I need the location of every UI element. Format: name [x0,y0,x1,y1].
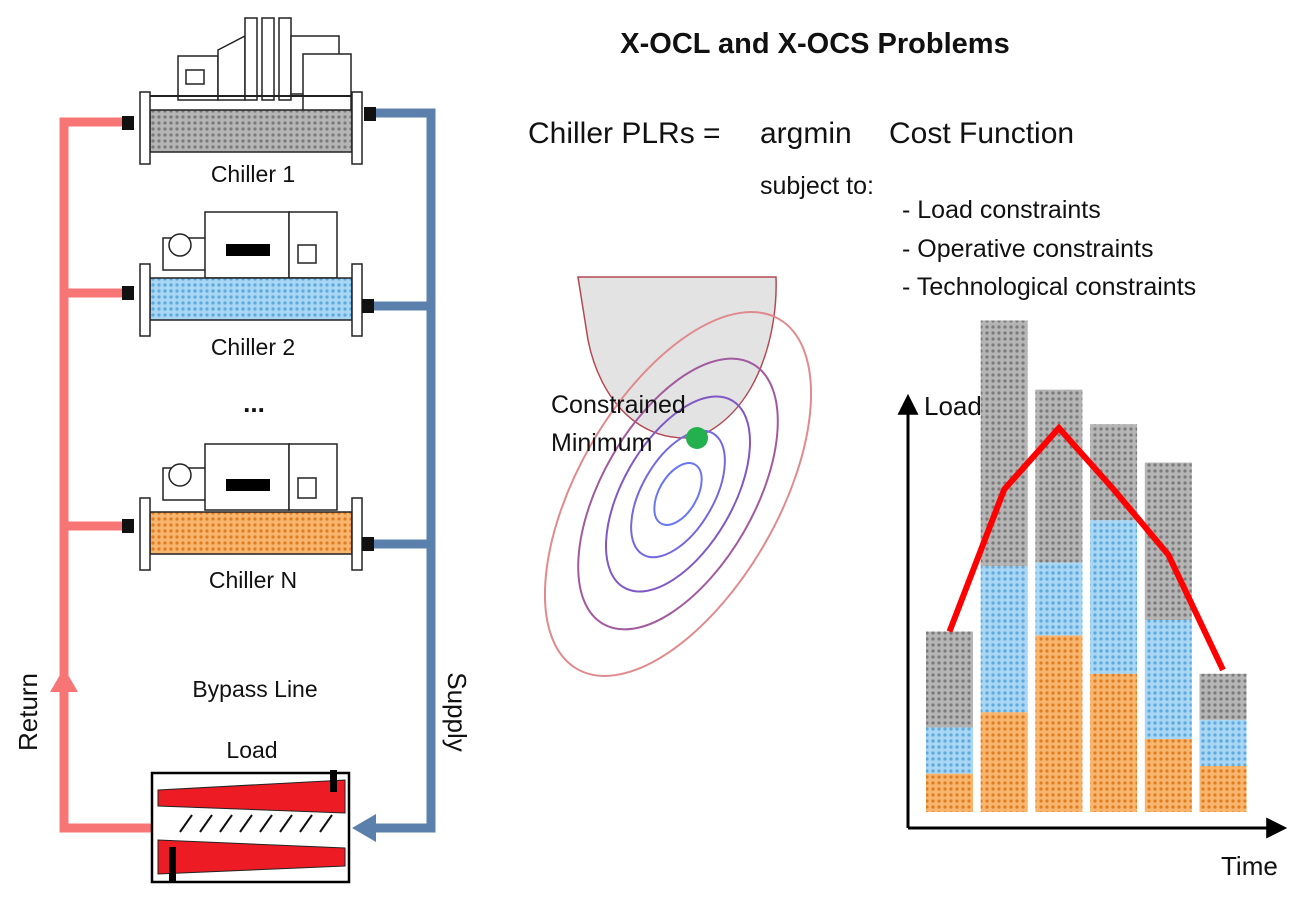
bypass-label: Bypass Line [192,676,317,702]
subject-to-label: subject to: [760,172,874,200]
bar-segment-orange-5 [1144,739,1192,812]
equation-argmin: argmin [760,117,852,150]
constrained-label-line2: Minimum [551,429,652,457]
bar-segment-blue-3 [1035,562,1083,636]
equation-objective: Cost Function [889,117,1074,150]
constraint-technological: - Technological constraints [902,273,1196,301]
load-chart: Load Time [897,320,1288,881]
supply-arrow-icon [352,814,376,842]
chiller-n-label: Chiller N [209,567,297,593]
supply-pipe [352,108,436,842]
bar-segment-orange-6 [1199,765,1247,812]
load-exchanger[interactable] [150,770,351,884]
bar-segment-orange-2 [980,712,1028,812]
load-profile-line [946,423,1226,672]
bar-segment-gray-5 [1144,462,1192,620]
bar-segment-orange-1 [926,773,973,812]
chiller-1-label: Chiller 1 [211,161,295,187]
x-axis-label: Time [1221,851,1278,881]
constraint-operative: - Operative constraints [902,235,1154,263]
return-label: Return [13,673,43,751]
bar-segment-blue-1 [926,727,973,774]
contour-plot [543,276,813,677]
constraint-load: - Load constraints [902,196,1101,224]
chiller-1[interactable] [122,17,376,165]
bar-segment-gray-6 [1199,673,1247,720]
bar-segment-gray-1 [926,631,973,728]
return-arrow-icon [50,668,78,692]
bar-segment-blue-6 [1199,719,1247,766]
return-pipe [50,117,152,833]
ellipsis-label: ... [243,388,265,418]
load-label: Load [226,737,277,763]
chiller-n[interactable] [122,443,374,571]
bar-segment-orange-3 [1035,635,1083,812]
bar-segment-orange-4 [1090,673,1138,812]
y-axis-label: Load [924,391,982,421]
page-title: X-OCL and X-OCS Problems [620,28,1009,60]
equation-lhs: Chiller PLRs = [528,117,721,150]
bar-segment-gray-3 [1035,389,1083,563]
bar-segment-blue-4 [1090,520,1138,674]
chiller-2-label: Chiller 2 [211,334,295,360]
chiller-2[interactable] [122,211,374,337]
bar-segment-blue-2 [980,566,1028,713]
constrained-minimum-marker [686,427,708,449]
bar-segment-blue-5 [1144,620,1192,740]
supply-label: Supply [442,672,472,752]
constrained-label-line1: Constrained [551,391,686,419]
